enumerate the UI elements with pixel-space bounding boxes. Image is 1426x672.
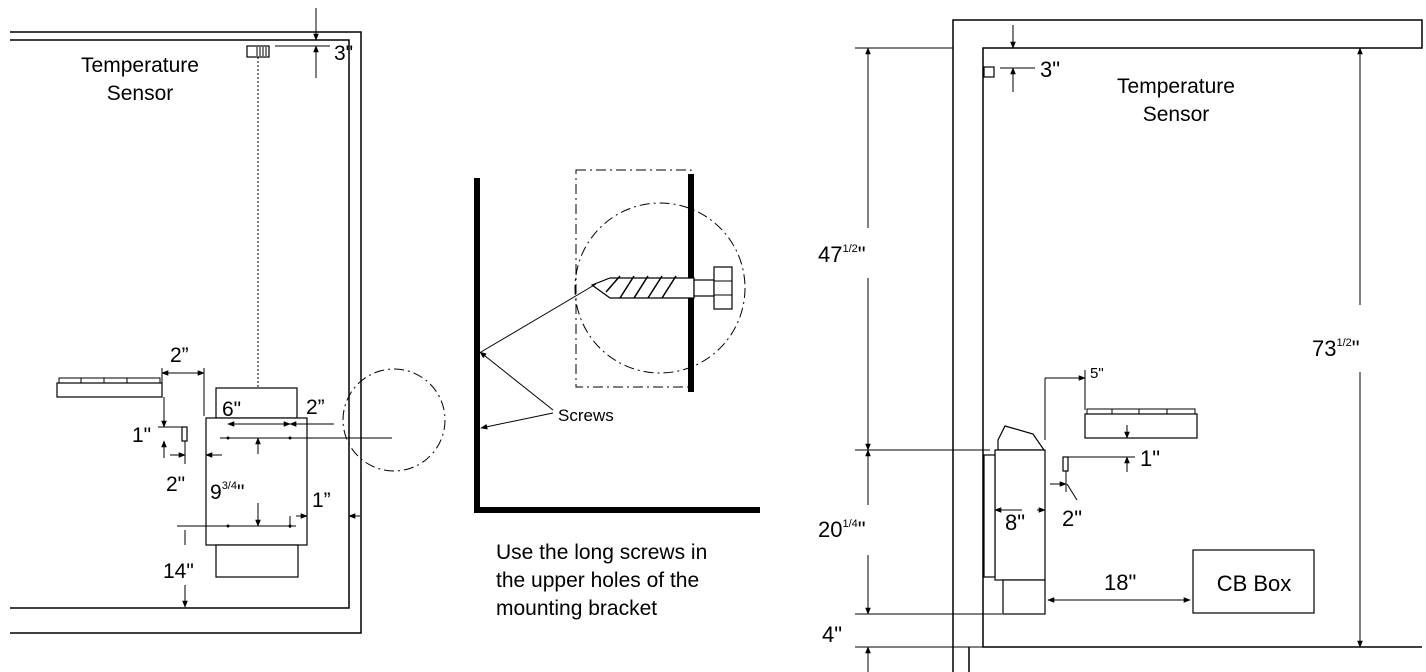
right-sensor-icon xyxy=(983,66,995,78)
middle-detail-circle xyxy=(574,202,746,374)
left-dim-top: 3" xyxy=(334,42,353,65)
left-dim-14: 14" xyxy=(163,560,194,583)
left-bench xyxy=(56,382,163,398)
right-dim-47: 471/2" xyxy=(818,242,866,267)
left-heater-base xyxy=(215,544,299,578)
left-vent xyxy=(181,426,188,442)
left-dim-2-left: 2" xyxy=(166,473,185,496)
left-detail-circle xyxy=(342,368,446,472)
left-sensor-label-2: Sensor xyxy=(107,82,174,105)
right-dim-1: 1" xyxy=(1140,446,1160,471)
left-dim-6: 6" xyxy=(222,398,241,421)
cb-box xyxy=(1192,549,1315,614)
left-heater-top xyxy=(215,387,298,419)
right-heater-top xyxy=(997,425,1046,451)
left-dim-1-left: 1" xyxy=(132,424,151,447)
middle-panel: Screws Use the long screws in the upper … xyxy=(474,169,760,620)
right-dim-5: 5" xyxy=(1090,365,1104,382)
caption-line-1: Use the long screws in xyxy=(496,541,707,564)
left-dim-2-upper: 2” xyxy=(170,344,189,367)
left-panel: 3" Temperature Sensor 2” 6" 93/4" 2” 1" xyxy=(10,8,446,634)
right-dim-73: 731/2" xyxy=(1312,336,1360,361)
right-bracket xyxy=(983,454,996,578)
left-dim-9: 93/4" xyxy=(210,480,244,504)
left-dim-2-right: 2” xyxy=(306,396,325,419)
right-panel: 471/2" 201/4" 4" 3" Temperature Sensor 7… xyxy=(818,19,1423,672)
right-dim-top: 3" xyxy=(1040,57,1060,82)
middle-bracket xyxy=(474,178,760,513)
right-dim-8: 8" xyxy=(1005,510,1025,535)
right-bench xyxy=(1084,413,1198,439)
left-sensor-label-1: Temperature xyxy=(81,54,199,77)
right-heater-body xyxy=(994,449,1046,581)
left-inner-wall xyxy=(10,39,350,609)
left-outer-wall xyxy=(10,31,362,634)
cb-box-label: CB Box xyxy=(1217,571,1292,596)
right-heater-base xyxy=(1002,579,1046,615)
right-sensor-label-2: Sensor xyxy=(1143,103,1210,126)
right-dim-18: 18" xyxy=(1104,570,1136,595)
left-dim-1-right: 1” xyxy=(312,489,331,512)
right-dim-20: 201/4" xyxy=(818,517,866,542)
right-sensor-label-1: Temperature xyxy=(1117,75,1235,98)
right-dim-2: 2" xyxy=(1062,506,1082,531)
screw-icon xyxy=(590,266,733,310)
screws-label: Screws xyxy=(558,406,614,425)
caption-line-2: the upper holes of the xyxy=(496,569,699,592)
right-vent xyxy=(1062,456,1069,472)
right-dim-4: 4" xyxy=(822,622,842,647)
caption-line-3: mounting bracket xyxy=(496,597,657,620)
